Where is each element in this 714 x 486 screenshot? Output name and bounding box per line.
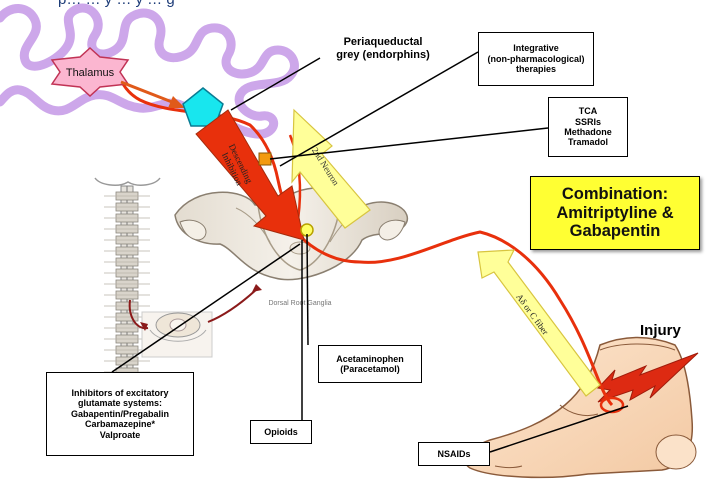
inhibitors-line2: glutamate systems:: [78, 398, 162, 408]
pag-label-line1: Periaqueductal: [318, 36, 448, 49]
integrative-therapies-box: Integrative (non-pharmacological) therap…: [478, 32, 594, 86]
ganglion-caption: Dorsal Root Ganglia: [268, 300, 331, 307]
inhibitors-box: Inhibitors of excitatory glutamate syste…: [46, 372, 194, 456]
acetaminophen-box: Acetaminophen (Paracetamol): [318, 345, 422, 383]
antidep-line2: SSRIs: [575, 117, 601, 127]
inhibitors-line4: Carbamazepine*: [85, 419, 155, 429]
combination-line3: Gabapentin: [531, 222, 699, 241]
pag-label-line2: grey (endorphins): [318, 49, 448, 62]
combination-line2: Amitriptyline &: [531, 204, 699, 223]
acetaminophen-line1: Acetaminophen: [336, 354, 404, 364]
antidep-line1: TCA: [579, 106, 598, 116]
inhibitors-line5: Valproate: [100, 430, 141, 440]
integrative-line2: (non-pharmacological): [487, 54, 584, 64]
pag-label: Periaqueductal grey (endorphins): [318, 36, 448, 61]
header-text: p… … y … y … g: [58, 0, 175, 8]
combination-therapy-box: Combination: Amitriptyline & Gabapentin: [530, 176, 700, 250]
injury-label: Injury: [640, 322, 681, 339]
synapse-marker-brainstem: [259, 153, 271, 165]
antidepressants-box: TCA SSRIs Methadone Tramadol: [548, 97, 628, 157]
integrative-line3: therapies: [516, 64, 556, 74]
integrative-line1: Integrative: [513, 43, 559, 53]
inhibitors-line1: Inhibitors of excitatory: [71, 388, 168, 398]
antidep-line4: Tramadol: [568, 137, 608, 147]
antidep-line3: Methadone: [564, 127, 612, 137]
acetaminophen-line2: (Paracetamol): [340, 364, 400, 374]
nsaids-box: NSAIDs: [418, 442, 490, 466]
inhibitors-line3: Gabapentin/Pregabalin: [71, 409, 169, 419]
brain-outline: [0, 8, 294, 134]
thalamus-label: Thalamus: [66, 67, 115, 79]
opioids-box: Opioids: [250, 420, 312, 444]
combination-line1: Combination:: [531, 185, 699, 204]
